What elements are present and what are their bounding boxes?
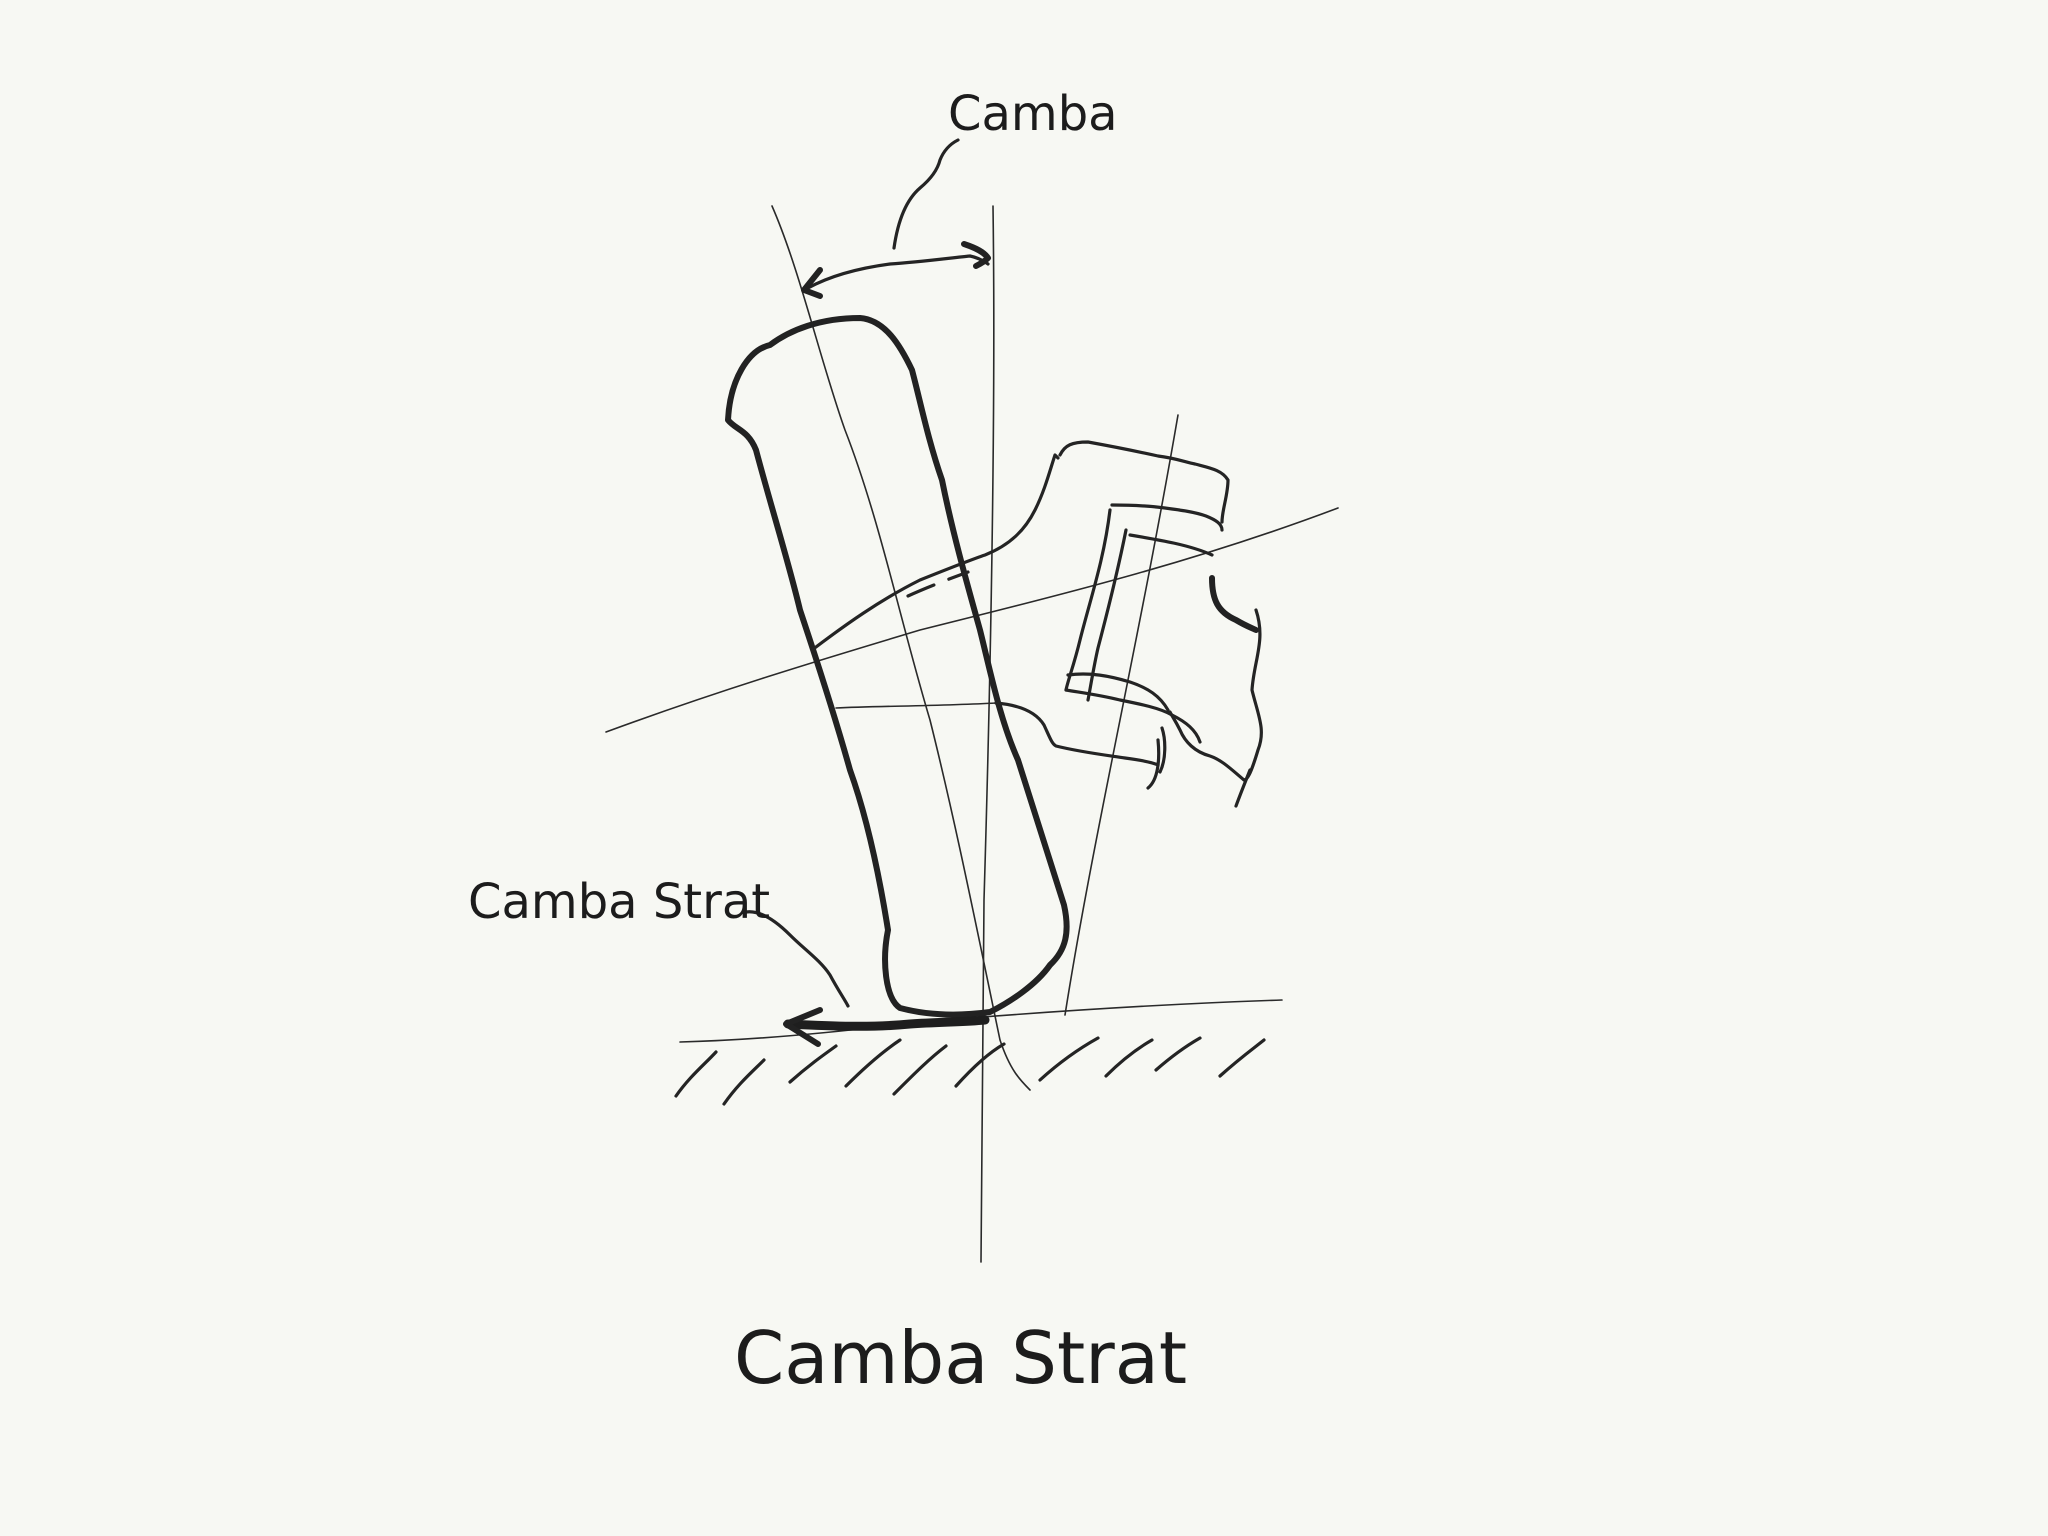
camber-arrow-head-left xyxy=(801,267,823,299)
ground-hatching xyxy=(674,1036,1266,1106)
vertical-reference-line xyxy=(980,205,995,1263)
camber-strat-arrow[interactable] xyxy=(783,1015,990,1031)
hub-upright-lower[interactable] xyxy=(1064,688,1202,744)
diagonal-reference-line xyxy=(605,507,1339,733)
camber-label: Camba xyxy=(948,86,1118,142)
hub-upright-top[interactable] xyxy=(1128,533,1214,557)
wheel-tilt-axis-line xyxy=(771,205,1031,1091)
hub-upright-side[interactable] xyxy=(1064,508,1112,692)
hub-upright[interactable] xyxy=(1058,440,1230,524)
wheel-centre-line xyxy=(835,702,997,709)
lower-control-arm[interactable] xyxy=(994,701,1160,767)
upper-control-arm[interactable] xyxy=(810,453,1060,652)
shock-absorber-body[interactable] xyxy=(1168,608,1263,782)
camber-arrow[interactable] xyxy=(806,254,990,290)
camber-label-leader xyxy=(892,138,960,250)
camber-strat-label-leader xyxy=(744,910,850,1008)
hub-upright-lower-2[interactable] xyxy=(1066,672,1170,712)
diagram-caption: Camba Strat xyxy=(734,1316,1188,1400)
hub-upright-side-2[interactable] xyxy=(1086,528,1128,702)
dashed-extension-line xyxy=(906,570,970,598)
shock-absorber-tail[interactable] xyxy=(1234,768,1252,808)
camber-strat-label: Camba Strat xyxy=(468,874,771,930)
lower-control-arm-end[interactable] xyxy=(1146,738,1161,790)
lower-control-arm-end-2[interactable] xyxy=(1158,726,1167,774)
suspension-axis-line xyxy=(1064,414,1179,1016)
camber-arrow-head-right xyxy=(961,241,991,269)
hub-upright-inner[interactable] xyxy=(1110,503,1224,532)
wheel-outline[interactable] xyxy=(725,315,1070,1018)
shock-absorber[interactable] xyxy=(1209,575,1259,633)
camber-strat-arrow-head xyxy=(783,1007,823,1047)
